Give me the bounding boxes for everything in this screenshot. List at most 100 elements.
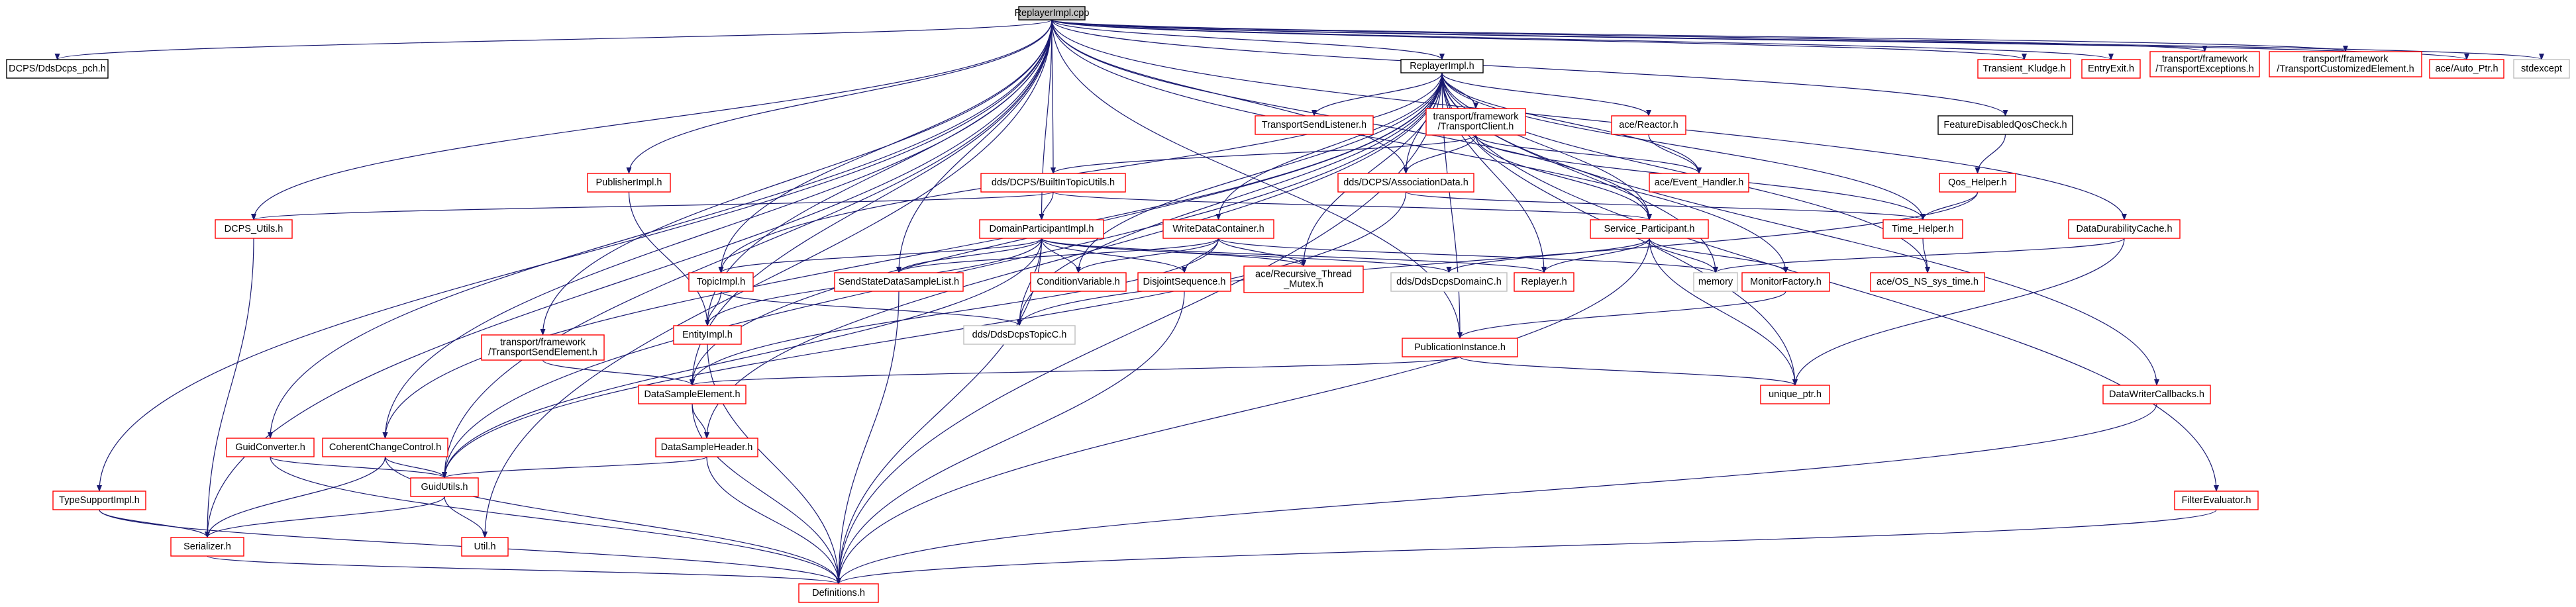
edge-replayerImplH-to-dataSampleHeader (704, 72, 1443, 439)
node-label: transport/framework (500, 338, 586, 348)
edge-qosHelper-to-timeHelper (1920, 191, 1979, 220)
node-serializer[interactable]: Serializer.h (170, 537, 244, 557)
node-aceRecursiveThreadMutex[interactable]: ace/Recursive_Thread_Mutex.h (1243, 265, 1364, 293)
node-aceOsNsSysTime[interactable]: ace/OS_NS_sys_time.h (1870, 272, 1985, 292)
node-root[interactable]: ReplayerImpl.cpp (1015, 6, 1090, 21)
node-label: Transient_Kludge.h (1983, 64, 2065, 74)
node-box (1390, 272, 1508, 292)
node-replayerImplH[interactable]: ReplayerImpl.h (1400, 59, 1484, 73)
node-label: ReplayerImpl.cpp (1015, 8, 1090, 19)
node-timeHelper[interactable]: Time_Helper.h (1882, 219, 1963, 239)
node-transientKludge[interactable]: Transient_Kludge.h (1977, 59, 2071, 79)
edge-sendStateDataSampleList-to-definitions (836, 291, 900, 584)
node-transportSendListener[interactable]: TransportSendListener.h (1255, 115, 1374, 135)
edge-entityImpl-to-definitions (707, 344, 841, 584)
node-label: /TransportCustomizedElement.h (2277, 64, 2414, 75)
node-uniquePtr[interactable]: unique_ptr.h (1760, 385, 1830, 404)
edge-serviceParticipant-to-uniquePtr (1649, 238, 1798, 386)
node-label: Util.h (474, 541, 495, 552)
node-label: TypeSupportImpl.h (59, 495, 140, 506)
node-label: unique_ptr.h (1769, 389, 1822, 400)
node-dcpsPch[interactable]: DCPS/DdsDcps_pch.h (6, 59, 109, 79)
node-dcpsUtils[interactable]: DCPS_Utils.h (215, 219, 293, 239)
node-writeDataContainer[interactable]: WriteDataContainer.h (1162, 219, 1274, 239)
node-dataDurabilityCache[interactable]: DataDurabilityCache.h (2068, 219, 2181, 239)
node-builtInTopicUtils[interactable]: dds/DCPS/BuiltInTopicUtils.h (980, 173, 1126, 193)
node-box (1977, 59, 2071, 79)
node-box (798, 583, 879, 603)
node-dataSampleHeader[interactable]: DataSampleHeader.h (655, 438, 758, 457)
edge-domainParticipantImpl-to-definitions (836, 238, 1043, 584)
node-box (1425, 108, 1526, 136)
node-filterEvaluator[interactable]: FilterEvaluator.h (2174, 490, 2259, 510)
node-sendStateDataSampleList[interactable]: SendStateDataSampleList.h (834, 272, 964, 292)
node-transportExceptions[interactable]: transport/framework/TransportExceptions.… (2149, 51, 2260, 77)
node-label: DCPS/DdsDcps_pch.h (9, 64, 106, 74)
edge-root-to-utilH (482, 19, 1053, 538)
node-definitions[interactable]: Definitions.h (798, 583, 879, 603)
edge-publicationInstance-to-uniquePtr (1459, 356, 1798, 386)
edge-replayerImplH-to-serviceParticipant (1441, 72, 1652, 220)
node-monitorFactory[interactable]: MonitorFactory.h (1741, 272, 1830, 292)
node-aceEventHandler[interactable]: ace/Event_Handler.h (1649, 173, 1749, 193)
node-typeSupportImpl[interactable]: TypeSupportImpl.h (52, 490, 146, 510)
edge-root-to-dcpsUtils (251, 19, 1053, 220)
node-associationData[interactable]: dds/DCPS/AssociationData.h (1337, 173, 1474, 193)
node-coherentChangeControl[interactable]: CoherentChangeControl.h (322, 438, 448, 457)
node-guidConverter[interactable]: GuidConverter.h (226, 438, 315, 457)
node-publicationInstance[interactable]: PublicationInstance.h (1402, 338, 1518, 357)
node-transportClient[interactable]: transport/framework/TransportClient.h (1425, 108, 1526, 136)
edge-dataSampleHeader-to-definitions (706, 456, 841, 584)
edge-topicImpl-to-ddsDcpsTopicC (720, 291, 1022, 326)
node-box (1937, 115, 2073, 135)
edge-root-to-dcpsPch (55, 19, 1053, 60)
node-utilH[interactable]: Util.h (461, 537, 509, 557)
edge-replayerImplH-to-definitions (836, 72, 1443, 584)
node-qosHelper[interactable]: Qos_Helper.h (1939, 173, 2016, 193)
node-dataWriterCallbacks[interactable]: DataWriterCallbacks.h (2102, 385, 2211, 404)
node-label: FilterEvaluator.h (2182, 495, 2251, 506)
edge-transportClient-to-aceEventHandler (1475, 134, 1702, 174)
node-label: dds/DdsDcpsTopicC.h (972, 330, 1067, 340)
node-label: /TransportClient.h (1438, 122, 1514, 132)
node-featureDisabled[interactable]: FeatureDisabledQosCheck.h (1937, 115, 2073, 135)
edge-replayerImplH-to-memory (1441, 72, 1718, 273)
node-entityImpl[interactable]: EntityImpl.h (673, 325, 742, 345)
node-publisherImpl[interactable]: PublisherImpl.h (587, 173, 671, 193)
edge-guidConverter-to-definitions (270, 456, 841, 584)
edge-publicationInstance-to-dataSampleElement (690, 356, 1461, 386)
edge-root-to-dataDurabilityCache (1051, 19, 2127, 220)
node-label: stdexcept (2521, 64, 2562, 74)
edge-domainParticipantImpl-to-guidUtils (442, 238, 1043, 479)
node-guidUtils[interactable]: GuidUtils.h (410, 477, 479, 497)
node-ddsDcpsTopicC: dds/DdsDcpsTopicC.h (963, 325, 1076, 345)
node-box (2513, 59, 2570, 79)
node-topicImpl[interactable]: TopicImpl.h (688, 272, 754, 292)
node-transportSendElement[interactable]: transport/framework/TransportSendElement… (481, 334, 605, 361)
edge-dataDurabilityCache-to-memory (1713, 238, 2125, 273)
node-transportCustomized[interactable]: transport/framework/TransportCustomizedE… (2269, 51, 2422, 77)
node-conditionVariable[interactable]: ConditionVariable.h (1030, 272, 1127, 292)
node-label: DataSampleHeader.h (661, 442, 753, 453)
node-label: DataDurabilityCache.h (2076, 224, 2172, 234)
node-serviceParticipant[interactable]: Service_Participant.h (1590, 219, 1709, 239)
node-entryExit[interactable]: EntryExit.h (2081, 59, 2141, 79)
node-box (226, 438, 315, 457)
edge-serviceParticipant-to-monitorFactory (1649, 238, 1788, 273)
edge-coherentChangeControl-to-serializer (205, 456, 386, 538)
node-replayerH[interactable]: Replayer.h (1514, 272, 1574, 292)
edge-serviceParticipant-to-replayerH (1541, 238, 1650, 273)
node-aceReactor[interactable]: ace/Reactor.h (1611, 115, 1686, 135)
node-box (1018, 6, 1086, 21)
node-domainParticipantImpl[interactable]: DomainParticipantImpl.h (979, 219, 1104, 239)
node-dataSampleElement[interactable]: DataSampleElement.h (638, 385, 747, 404)
node-box (1693, 272, 1738, 292)
node-box (655, 438, 758, 457)
node-box (2269, 51, 2422, 77)
node-box (980, 173, 1126, 193)
edge-root-to-replayerImplH (1051, 19, 1445, 60)
node-box (6, 59, 109, 79)
node-disjointSequence[interactable]: DisjointSequence.h (1137, 272, 1231, 292)
node-aceAutoPtr[interactable]: ace/Auto_Ptr.h (2429, 59, 2504, 79)
